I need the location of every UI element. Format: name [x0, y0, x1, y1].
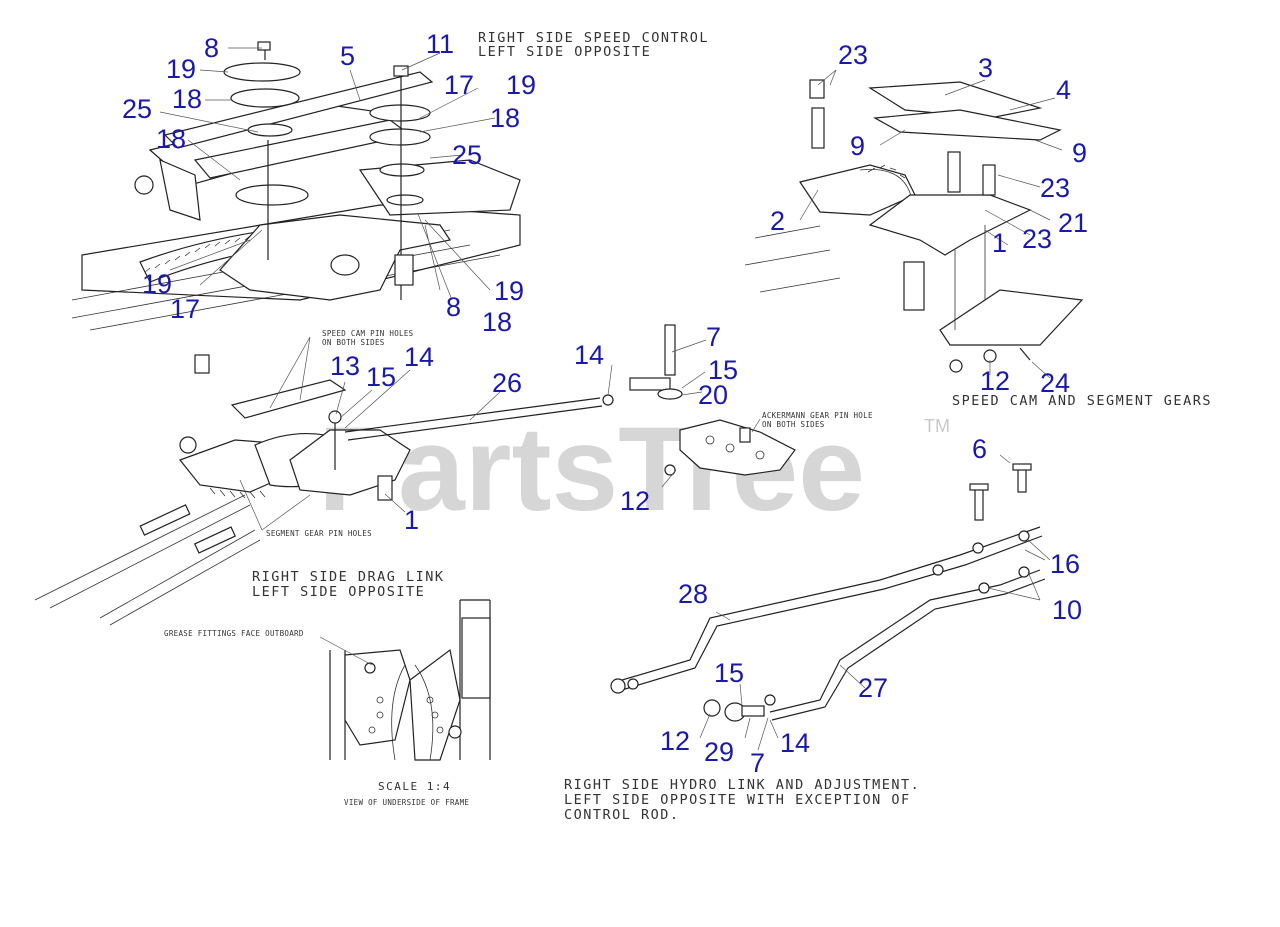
speed-cam-segment-gears: [744, 79, 1084, 373]
callout-19: 19: [494, 276, 524, 306]
callout-9: 9: [850, 131, 865, 161]
caption-scale: SCALE 1:4: [378, 780, 451, 793]
callout-4: 4: [1056, 75, 1071, 105]
callout-8: 8: [446, 292, 461, 322]
callout-12: 12: [980, 366, 1010, 396]
note-grease: GREASE FITTINGS FACE OUTBOARD: [164, 629, 304, 638]
callout-26: 26: [492, 368, 522, 398]
note-speed-cam-1: SPEED CAM PIN HOLES: [322, 329, 414, 338]
note-ackermann-2: ON BOTH SIDES: [762, 420, 825, 429]
callout-23: 23: [838, 40, 868, 70]
callout-numbers: 8 11 5 19 18 25 18 17 19 18 25 19 17 8 1…: [122, 29, 1088, 778]
note-segment-gear: SEGMENT GEAR PIN HOLES: [266, 529, 372, 538]
callout-19: 19: [142, 269, 172, 299]
callout-7: 7: [750, 748, 765, 778]
callout-6: 6: [972, 434, 987, 464]
caption-drag-link-1: RIGHT SIDE DRAG LINK: [252, 569, 445, 585]
caption-drag-link-2: LEFT SIDE OPPOSITE: [252, 584, 425, 600]
speed-control-assembly: [71, 41, 521, 331]
callout-25: 25: [122, 94, 152, 124]
caption-hydro-link-1: RIGHT SIDE HYDRO LINK AND ADJUSTMENT.: [564, 777, 920, 793]
callout-13: 13: [330, 351, 360, 381]
caption-hydro-link-2: LEFT SIDE OPPOSITE WITH EXCEPTION OF: [564, 792, 911, 808]
callout-21: 21: [1058, 208, 1088, 238]
caption-underside: VIEW OF UNDERSIDE OF FRAME: [344, 798, 469, 807]
note-speed-cam-2: ON BOTH SIDES: [322, 338, 385, 347]
callout-17: 17: [170, 294, 200, 324]
caption-speed-control-1: RIGHT SIDE SPEED CONTROL: [478, 30, 709, 46]
callout-18: 18: [490, 103, 520, 133]
callout-23: 23: [1022, 224, 1052, 254]
callout-11: 11: [426, 29, 454, 59]
hydro-link-assembly: [610, 463, 1046, 722]
notes: SPEED CAM PIN HOLES ON BOTH SIDES ACKERM…: [164, 329, 873, 638]
ackermann-gear-plate: [664, 419, 796, 476]
callout-20: 20: [698, 380, 728, 410]
callout-23: 23: [1040, 173, 1070, 203]
callout-19: 19: [506, 70, 536, 100]
callout-16: 16: [1050, 549, 1080, 579]
callout-1: 1: [992, 228, 1007, 258]
note-ackermann-1: ACKERMANN GEAR PIN HOLE: [762, 411, 873, 420]
callout-9: 9: [1072, 138, 1087, 168]
underside-frame-view: [329, 599, 491, 761]
callout-12: 12: [620, 486, 650, 516]
callout-14: 14: [574, 340, 604, 370]
watermark-trademark: TM: [924, 416, 950, 436]
callout-14: 14: [780, 728, 810, 758]
callout-15: 15: [714, 658, 744, 688]
drag-link-assembly: [34, 324, 683, 626]
callout-15: 15: [366, 362, 396, 392]
callout-17: 17: [444, 70, 474, 100]
callout-18: 18: [172, 84, 202, 114]
callout-28: 28: [678, 579, 708, 609]
callout-1: 1: [404, 505, 419, 535]
callout-2: 2: [770, 206, 785, 236]
caption-hydro-link-3: CONTROL ROD.: [564, 807, 680, 823]
callout-3: 3: [978, 53, 993, 83]
callout-19: 19: [166, 54, 196, 84]
callout-27: 27: [858, 673, 888, 703]
callout-8: 8: [204, 33, 219, 63]
callout-5: 5: [340, 41, 355, 71]
callout-18: 18: [482, 307, 512, 337]
callout-18: 18: [156, 124, 186, 154]
callout-10: 10: [1052, 595, 1082, 625]
leader-lines: [159, 47, 1063, 751]
callout-24: 24: [1040, 368, 1070, 398]
captions: RIGHT SIDE SPEED CONTROL LEFT SIDE OPPOS…: [252, 30, 1212, 823]
caption-speed-cam-gears: SPEED CAM AND SEGMENT GEARS: [952, 393, 1212, 409]
callout-29: 29: [704, 737, 734, 767]
callout-15: 15: [708, 355, 738, 385]
callout-14: 14: [404, 342, 434, 372]
caption-speed-control-2: LEFT SIDE OPPOSITE: [478, 44, 651, 60]
callout-25: 25: [452, 140, 482, 170]
callout-12: 12: [660, 726, 690, 756]
callout-7: 7: [706, 322, 721, 352]
